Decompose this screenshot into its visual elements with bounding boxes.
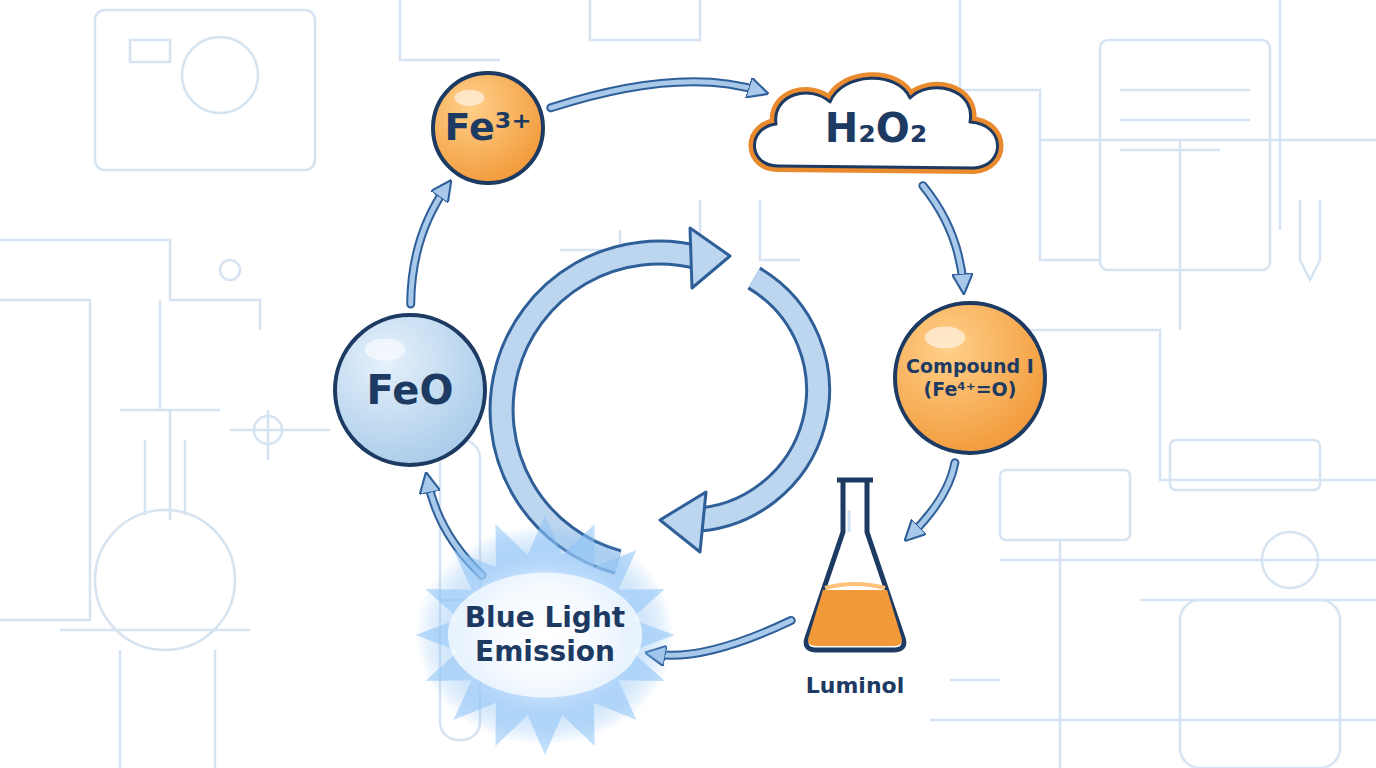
burst-node: Blue Light Emission bbox=[410, 515, 680, 755]
node-label: H₂O₂ bbox=[825, 104, 928, 152]
arrow-outline bbox=[910, 463, 955, 536]
node-label: Compound I (Fe⁴⁺=O) bbox=[903, 355, 1037, 401]
node-label: Luminol bbox=[806, 673, 904, 699]
cycle-arrow bbox=[910, 463, 955, 536]
node-label: FeO bbox=[367, 366, 454, 414]
arrow-outline bbox=[923, 186, 963, 287]
text-holder: Luminol bbox=[785, 666, 925, 706]
arrow-line bbox=[411, 187, 447, 304]
arrow-outline bbox=[411, 187, 447, 304]
arrow-line bbox=[551, 82, 761, 108]
text-holder: Fe³⁺ bbox=[430, 70, 546, 186]
flask-node: Luminol bbox=[785, 470, 925, 710]
node-label: Blue Light Emission bbox=[445, 601, 645, 668]
circle-node: Compound I (Fe⁴⁺=O) bbox=[892, 300, 1048, 456]
cycle-arrow bbox=[923, 186, 963, 287]
text-holder: H₂O₂ bbox=[738, 66, 1014, 190]
circle-node: FeO bbox=[332, 312, 488, 468]
cycle-arrow bbox=[551, 82, 761, 108]
circle-node: Fe³⁺ bbox=[430, 70, 546, 186]
node-label: Fe³⁺ bbox=[445, 105, 532, 151]
cloud-node: H₂O₂ bbox=[738, 66, 1014, 190]
text-holder: FeO bbox=[332, 312, 488, 468]
text-holder: Compound I (Fe⁴⁺=O) bbox=[892, 300, 1048, 456]
arrow-line bbox=[923, 186, 963, 287]
arrow-outline bbox=[551, 82, 761, 108]
cycle-arrow bbox=[411, 187, 447, 304]
arrow-line bbox=[910, 463, 955, 536]
text-holder: Blue Light Emission bbox=[410, 515, 680, 755]
